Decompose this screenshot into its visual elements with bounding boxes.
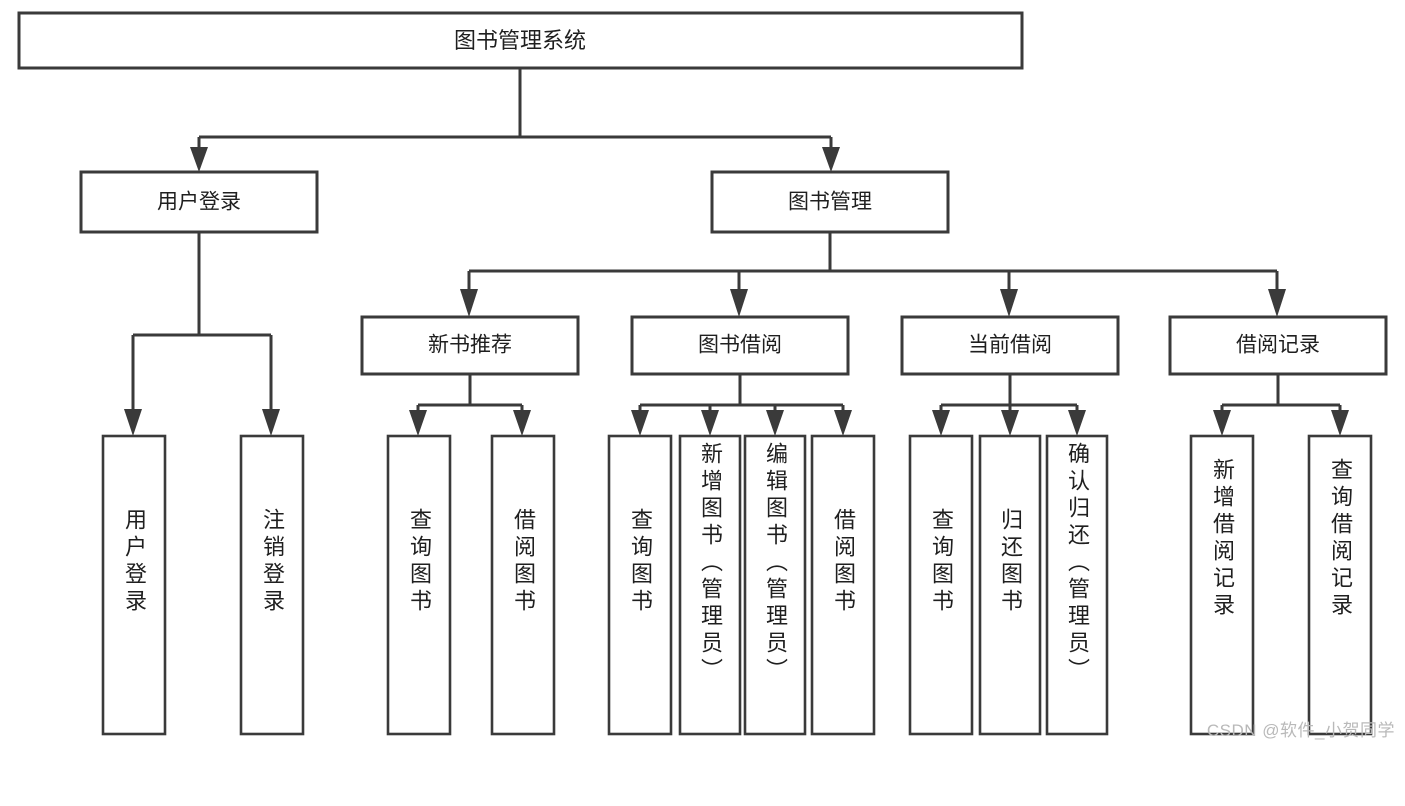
leaf-box-borrow-book-1[interactable]	[490, 434, 556, 736]
leaf-box-query-book-2[interactable]	[607, 434, 673, 736]
node-book-management-label: 图书管理	[788, 191, 872, 214]
arrow-head-icon	[460, 289, 478, 317]
diagram-canvas: 图书管理系统 用户登录 图书管理	[17, 11, 1388, 736]
arrow-head-icon	[834, 410, 852, 436]
watermark: CSDN @软件_小贺同学	[1206, 721, 1395, 740]
leaf-box-query-book-1[interactable]	[386, 434, 452, 736]
node-current-borrow-label: 当前借阅	[968, 334, 1052, 357]
connector-new-book-recommend-to-leaves	[409, 374, 531, 436]
leaf-box-query-book-3[interactable]	[908, 434, 974, 736]
arrow-head-icon	[701, 410, 719, 436]
node-book-borrow[interactable]: 图书借阅	[630, 315, 850, 376]
hierarchy-diagram: 图书管理系统 用户登录 图书管理	[17, 11, 1395, 740]
connector-book-borrow-to-leaves	[631, 374, 852, 436]
connector-borrow-record-to-leaves	[1213, 374, 1349, 436]
arrow-head-icon	[730, 289, 748, 317]
arrow-head-icon	[1213, 410, 1231, 436]
connector-book-management-to-level3	[460, 232, 1286, 317]
arrow-head-icon	[1268, 289, 1286, 317]
arrow-head-icon	[822, 147, 840, 172]
connector-current-borrow-to-leaves	[932, 374, 1086, 436]
arrow-head-icon	[1001, 410, 1019, 436]
node-borrow-record[interactable]: 借阅记录	[1168, 315, 1388, 376]
node-book-management[interactable]: 图书管理	[710, 170, 950, 234]
leaf-box-add-book-admin[interactable]	[678, 434, 742, 736]
leaf-box-query-borrow-record[interactable]	[1307, 434, 1373, 736]
arrow-head-icon	[932, 410, 950, 436]
leaf-box-return-book[interactable]	[978, 434, 1042, 736]
node-current-borrow[interactable]: 当前借阅	[900, 315, 1120, 376]
connector-root-to-level2	[190, 68, 840, 172]
leaf-box-confirm-return-admin[interactable]	[1045, 434, 1109, 736]
node-root-label: 图书管理系统	[454, 28, 586, 53]
arrow-head-icon	[631, 410, 649, 436]
arrow-head-icon	[124, 409, 142, 436]
node-current-borrow-box[interactable]	[900, 315, 1120, 376]
connector-user-login-to-leaves	[124, 232, 280, 436]
node-new-book-recommend-box[interactable]	[360, 315, 580, 376]
arrow-head-icon	[1068, 410, 1086, 436]
leaf-box-edit-book-admin[interactable]	[743, 434, 807, 736]
node-user-login-box[interactable]	[79, 170, 319, 234]
node-root[interactable]: 图书管理系统	[17, 11, 1024, 70]
node-book-borrow-label: 图书借阅	[698, 334, 782, 357]
node-user-login[interactable]: 用户登录	[79, 170, 319, 234]
arrow-head-icon	[1000, 289, 1018, 317]
node-user-login-label: 用户登录	[157, 191, 241, 214]
node-new-book-recommend[interactable]: 新书推荐	[360, 315, 580, 376]
leaf-box-logout[interactable]	[239, 434, 305, 736]
arrow-head-icon	[1331, 410, 1349, 436]
node-root-box[interactable]	[17, 11, 1024, 70]
arrow-head-icon	[262, 409, 280, 436]
node-borrow-record-label: 借阅记录	[1236, 334, 1320, 357]
arrow-head-icon	[190, 147, 208, 172]
arrow-head-icon	[766, 410, 784, 436]
arrow-head-icon	[513, 410, 531, 436]
node-new-book-recommend-label: 新书推荐	[428, 334, 512, 357]
leaf-box-add-borrow-record[interactable]	[1189, 434, 1255, 736]
arrow-head-icon	[409, 410, 427, 436]
leaf-box-user-login[interactable]	[101, 434, 167, 736]
leaf-box-borrow-book-2[interactable]	[810, 434, 876, 736]
